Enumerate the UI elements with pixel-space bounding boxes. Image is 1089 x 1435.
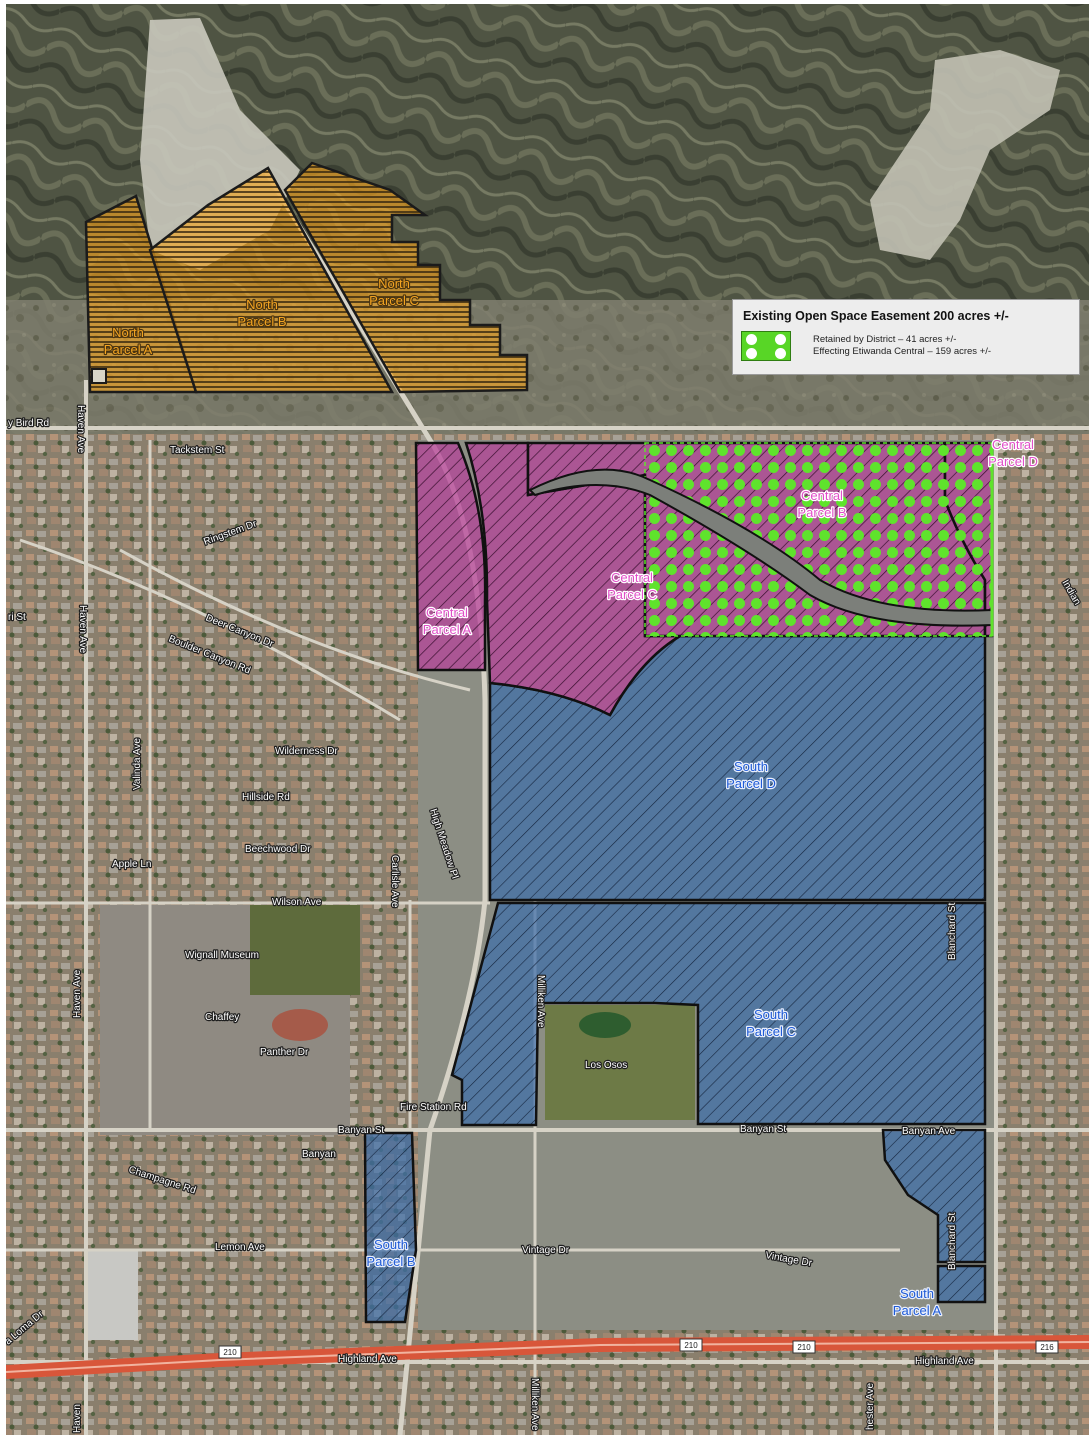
north-parcel-c[interactable]	[283, 161, 529, 394]
street-haven-bottom: Haven	[72, 1404, 83, 1433]
legend-body: Retained by District – 41 acres +/- Effe…	[741, 331, 1069, 361]
shield-210-center: 210	[684, 1341, 698, 1350]
legend-effecting-text: Effecting Etiwanda Central – 159 acres +…	[813, 346, 992, 357]
south-parcel-b[interactable]	[363, 1131, 418, 1324]
street-banyan-west: Banyan St	[338, 1125, 384, 1136]
street-vintage-west: Vintage Dr	[522, 1245, 570, 1256]
street-fire-station: Fire Station Rd	[400, 1102, 467, 1113]
street-banyan-center: Banyan St	[740, 1124, 786, 1135]
street-tackstem: Tackstem St	[170, 445, 225, 456]
street-highland-east: Highland Ave	[915, 1356, 974, 1367]
street-chester: hester Ave	[865, 1382, 876, 1430]
school-track	[579, 1012, 631, 1038]
legend-lines: Retained by District – 41 acres +/- Effe…	[813, 334, 991, 358]
street-blanchard-south: Blanchard St	[947, 1213, 958, 1270]
shield-216: 216	[1040, 1343, 1054, 1352]
map-legend: Existing Open Space Easement 200 acres +…	[732, 299, 1080, 375]
parking-lot	[88, 1250, 138, 1340]
street-wilderness: Wilderness Dr	[275, 746, 338, 757]
green-field	[250, 905, 360, 995]
street-haven-mid: Haven Ave	[77, 605, 88, 654]
central-parcel-a[interactable]	[414, 441, 487, 672]
south-parcels[interactable]	[363, 634, 987, 1324]
label-los-osos: Los Osos	[585, 1060, 627, 1071]
legend-retained-text: Retained by District – 41 acres +/-	[813, 334, 957, 345]
easement-overlay[interactable]	[644, 442, 993, 637]
north-parcel-marker	[91, 368, 107, 384]
north-parcel-b[interactable]	[148, 166, 395, 394]
label-banyan-park: Banyan	[302, 1149, 336, 1160]
street-banyan-east: Banyan Ave	[902, 1126, 956, 1137]
street-milliken-south: Milliken Ave	[529, 1378, 540, 1431]
street-wilson: Wilson Ave	[272, 897, 322, 908]
quarry-east	[870, 50, 1060, 260]
label-chaffey: Chaffey	[205, 1012, 239, 1023]
south-parcel-c[interactable]	[450, 901, 987, 1127]
track-field	[272, 1009, 328, 1041]
south-parcel-c-annex[interactable]	[881, 1128, 987, 1264]
freeway-210-median	[6, 1341, 1089, 1373]
street-panther: Panther Dr	[260, 1047, 309, 1058]
street-lemon: Lemon Ave	[215, 1242, 265, 1253]
central-parcel-c[interactable]	[464, 441, 685, 717]
street-beechwood: Beechwood Dr	[245, 844, 311, 855]
street-hillside: Hillside Rd	[242, 792, 290, 803]
street-milliken-north: Milliken Ave	[535, 975, 546, 1028]
label-wignall-museum: Wignall Museum	[185, 950, 259, 961]
street-valinda: Valinda Ave	[132, 738, 143, 790]
street-haven-south: Haven Ave	[72, 969, 83, 1018]
street-carlisle: Carlisle Ave	[389, 855, 400, 908]
street-apple: Apple Ln	[112, 859, 151, 870]
easement-swatch-icon	[741, 331, 791, 361]
street-haven-north: Haven Ave	[75, 405, 86, 454]
north-parcels[interactable]	[84, 161, 529, 394]
map-canvas[interactable]: 210 210 210 216 y Bird Rd Tackstem St Ri…	[6, 4, 1089, 1435]
street-blanchard-north: Blanchard St	[947, 903, 958, 960]
street-bird-rd: y Bird Rd	[8, 418, 49, 429]
street-ri-st: ri St	[8, 612, 26, 623]
shield-210-east: 210	[797, 1343, 811, 1352]
shield-210-west: 210	[223, 1348, 237, 1357]
hwy-shields: 210 210 210 216	[218, 1338, 1059, 1359]
legend-title: Existing Open Space Easement 200 acres +…	[743, 309, 1009, 323]
map-view[interactable]: 210 210 210 216 y Bird Rd Tackstem St Ri…	[6, 4, 1089, 1435]
street-highland-west: Highland Ave	[338, 1354, 397, 1365]
south-parcel-a[interactable]	[936, 1264, 987, 1304]
